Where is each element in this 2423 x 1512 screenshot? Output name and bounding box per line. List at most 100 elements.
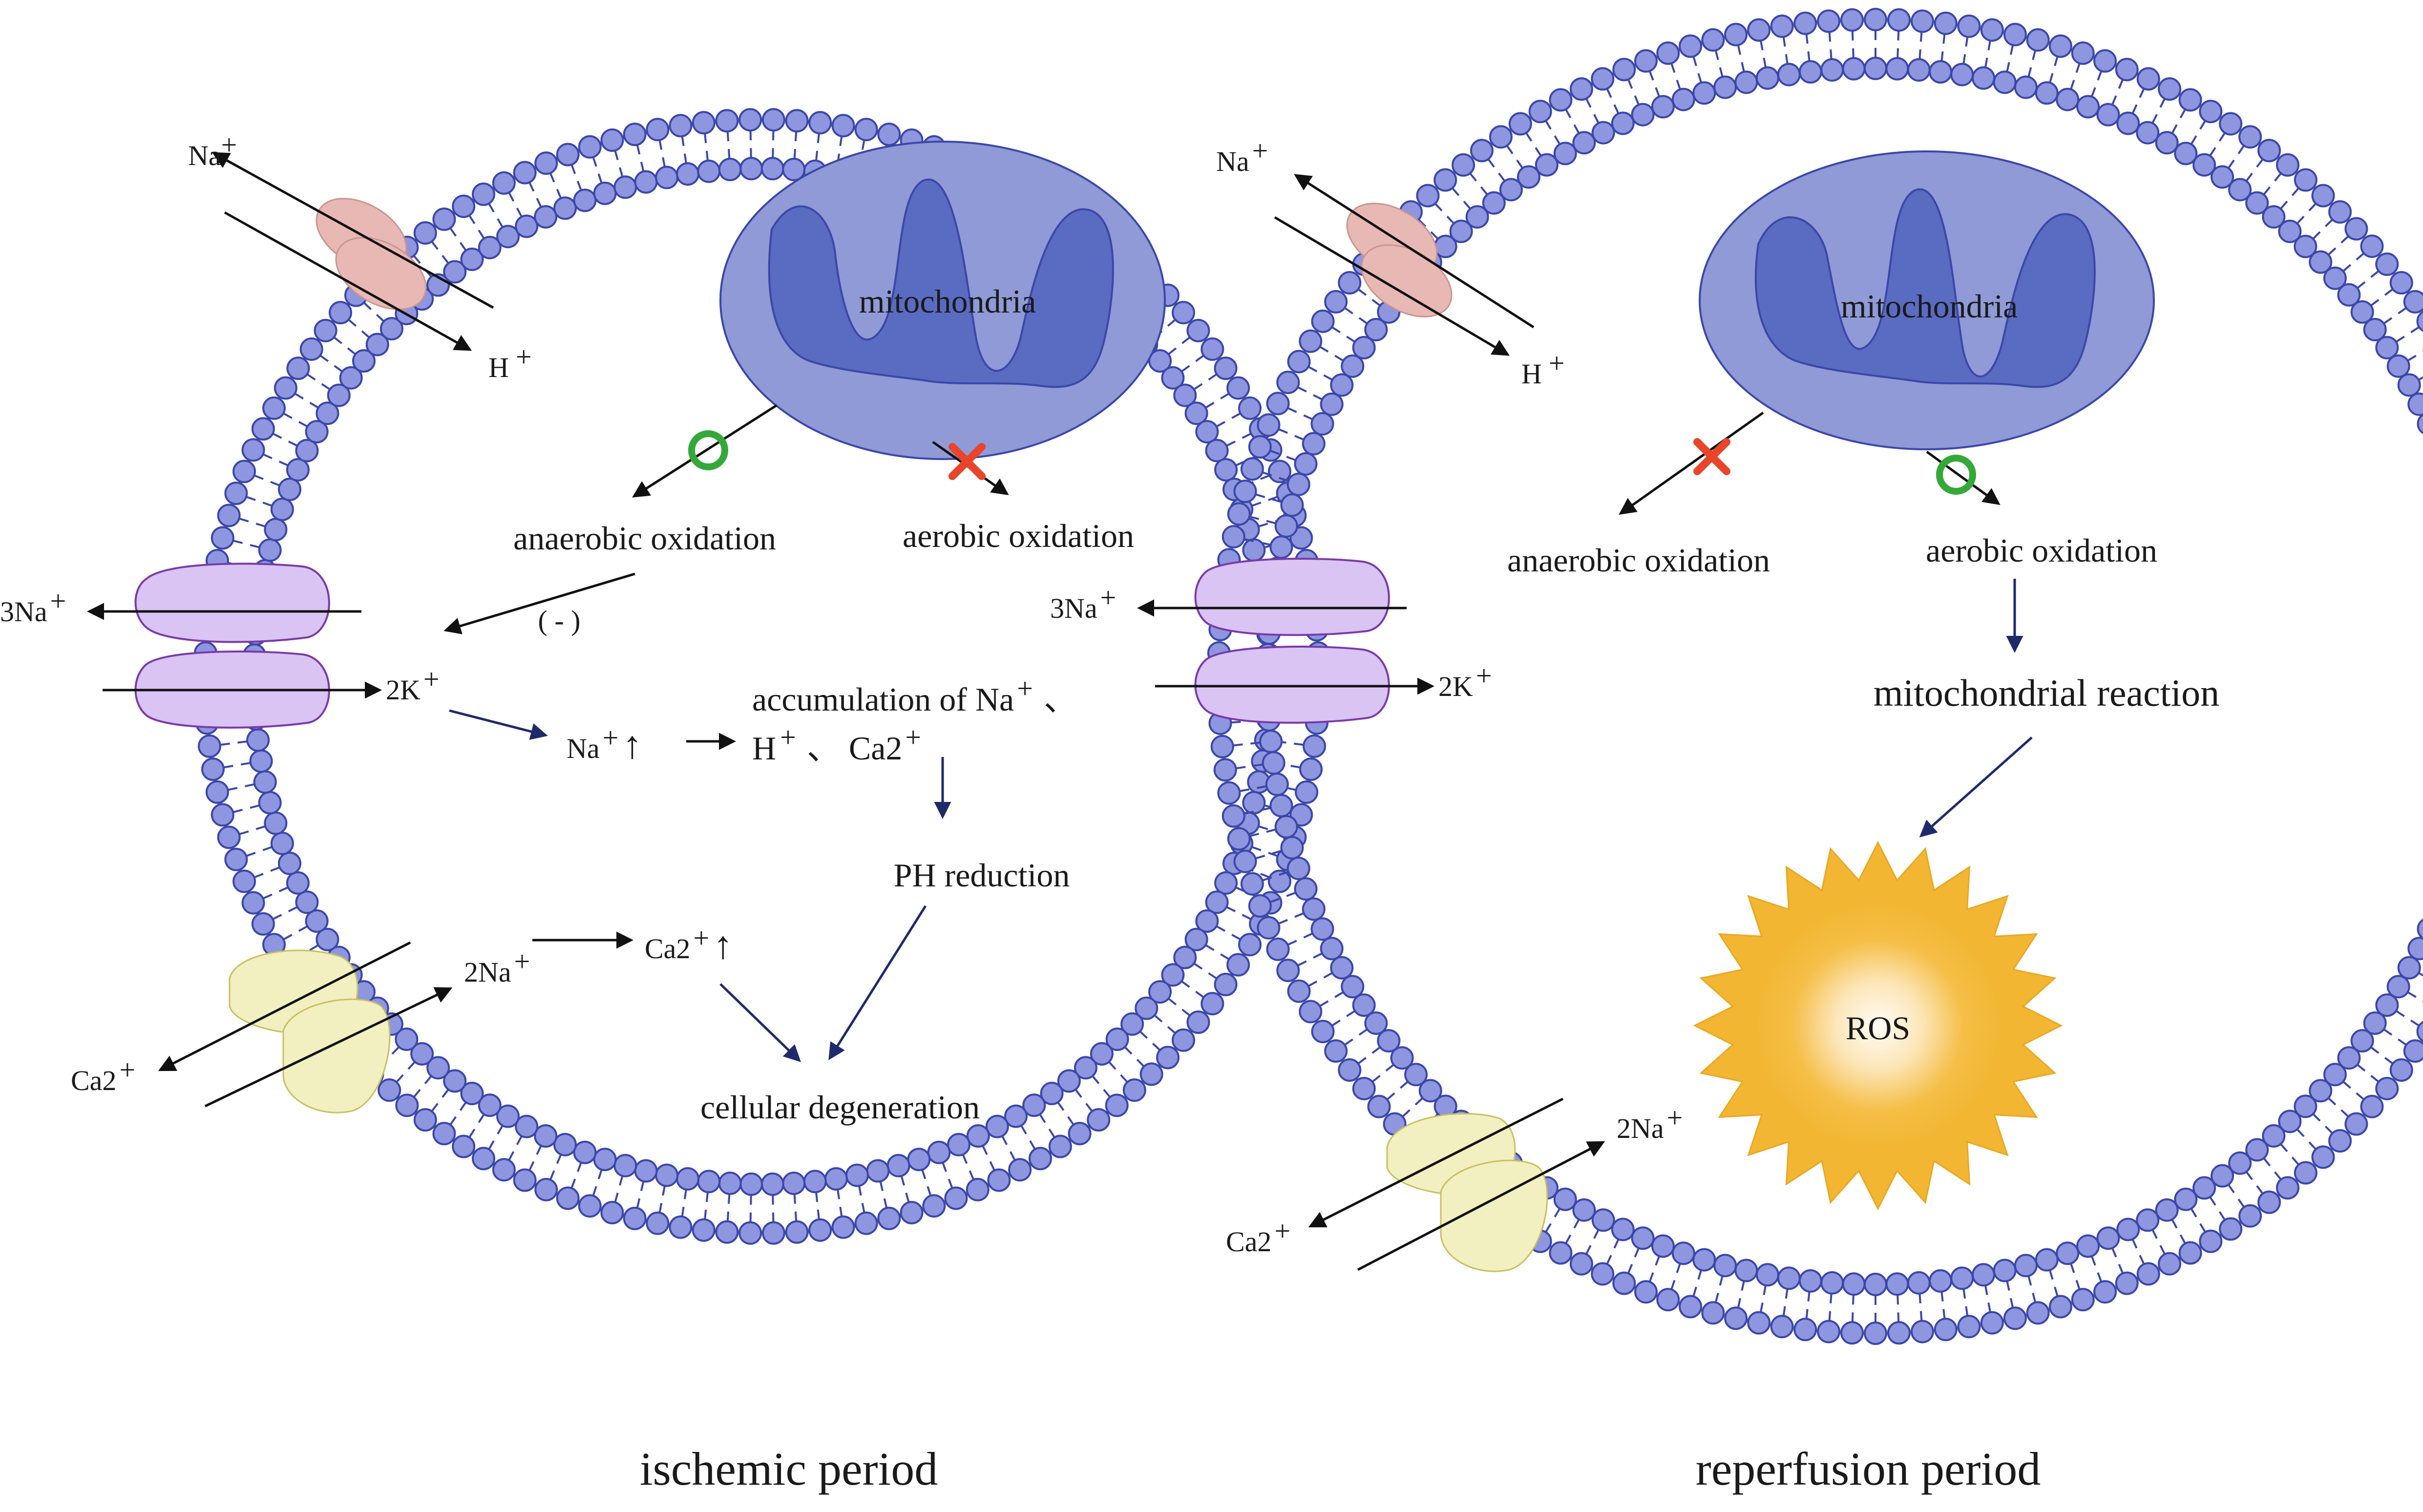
phospholipid-head xyxy=(1302,432,1326,456)
phospholipid-head xyxy=(1240,457,1264,481)
phospholipid-head xyxy=(2096,103,2120,126)
phospholipid-head xyxy=(496,225,520,249)
phospholipid-head xyxy=(286,458,310,482)
phospholipid-head xyxy=(1226,953,1250,977)
phospholipid-head xyxy=(534,1177,558,1201)
phospholipid-head xyxy=(1324,290,1348,314)
phospholipid-head xyxy=(432,207,456,231)
phospholipid-head xyxy=(1201,337,1224,361)
phospholipid-head xyxy=(718,1171,742,1195)
phospholipid-head xyxy=(1842,57,1866,81)
phospholipid-head xyxy=(2048,34,2072,58)
phospholipid-head xyxy=(2386,354,2410,378)
three-na-label: 3Na xyxy=(0,596,47,628)
phospholipid-head xyxy=(1201,992,1224,1016)
phospholipid-head xyxy=(1320,392,1344,416)
phospholipid-head xyxy=(2219,112,2243,136)
phospholipid-head xyxy=(2071,41,2095,65)
phospholipid-head xyxy=(1266,937,1290,961)
three-na-label: 3Na xyxy=(1050,592,1097,624)
phospholipid-head xyxy=(634,170,658,194)
phospholipid-head xyxy=(2344,217,2368,241)
phospholipid-head xyxy=(1634,49,1658,73)
h-accum-label: H xyxy=(752,730,776,767)
na-ca-exchanger-ischemic: Ca2+ 2Na+ xyxy=(71,941,530,1113)
svg-text:Ca2+: Ca2+ xyxy=(71,1054,135,1096)
phospholipid-head xyxy=(697,159,721,183)
phospholipid-head xyxy=(1701,28,1725,52)
phospholipid-head xyxy=(1820,58,1844,82)
phospholipid-head xyxy=(578,135,602,159)
phospholipid-head xyxy=(1887,8,1911,32)
phospholipid-head xyxy=(211,526,234,550)
phospholipid-head xyxy=(2026,28,2050,52)
phospholipid-head xyxy=(1793,1318,1817,1342)
phospholipid-head xyxy=(1553,142,1577,166)
phospholipid-head xyxy=(808,1218,832,1242)
phospholipid-head xyxy=(1148,980,1172,1004)
phospholipid-head xyxy=(1214,972,1238,996)
phospholipid-head xyxy=(646,1211,670,1235)
phospholipid-head xyxy=(1404,1063,1428,1087)
increase-arrow-icon: ↑ xyxy=(713,924,733,967)
phospholipid-head xyxy=(249,749,273,773)
phospholipid-head xyxy=(761,1221,785,1245)
phospholipid-head xyxy=(379,317,403,341)
phospholipid-head xyxy=(1186,318,1210,342)
phospholipid-head xyxy=(1910,9,1934,33)
phospholipid-head xyxy=(1820,1271,1844,1295)
phospholipid-head xyxy=(1770,14,1794,38)
phospholipid-head xyxy=(1227,827,1251,851)
phospholipid-head xyxy=(1320,937,1344,961)
phospholipid-head xyxy=(278,478,302,502)
phospholipid-head xyxy=(1679,34,1703,58)
phospholipid-head xyxy=(534,151,558,175)
phospholipid-head xyxy=(1214,458,1238,482)
phospholipid-head xyxy=(1186,1010,1210,1034)
phospholipid-head xyxy=(1048,1134,1072,1158)
phospholipid-head xyxy=(1074,1056,1097,1080)
phospholipid-head xyxy=(1213,758,1237,782)
phospholipid-head xyxy=(2294,1161,2318,1185)
allowed-mark-icon xyxy=(688,430,728,470)
phospholipid-head xyxy=(2363,317,2387,341)
phospholipid-head xyxy=(1864,1273,1887,1296)
phospholipid-head xyxy=(1864,57,1887,80)
svg-text:3Na+: 3Na+ xyxy=(0,585,66,628)
plus-sign: + xyxy=(603,722,619,754)
phospholipid-head xyxy=(1692,1248,1716,1272)
accumulation-label: accumulation of Na xyxy=(752,681,1014,718)
phospholipid-head xyxy=(854,1211,878,1235)
phospholipid-head xyxy=(2014,1254,2038,1278)
phospholipid-head xyxy=(1591,1208,1615,1232)
svg-text:H+: H+ xyxy=(488,341,532,383)
phospholipid-head xyxy=(715,1220,739,1244)
phospholipid-head xyxy=(1090,1042,1114,1066)
phospholipid-head xyxy=(1364,1011,1388,1035)
phospholipid-head xyxy=(1777,63,1801,86)
phospholipid-head xyxy=(739,1172,763,1196)
two-k-label: 2K xyxy=(386,674,421,706)
phospholipid-head xyxy=(205,780,229,804)
phospholipid-head xyxy=(1671,1241,1695,1265)
phospholipid-head xyxy=(460,1081,484,1105)
phospholipid-head xyxy=(1267,869,1291,893)
phospholipid-head xyxy=(2337,283,2361,307)
phospholipid-head xyxy=(2262,205,2286,229)
phospholipid-head xyxy=(217,504,241,527)
phospholipid-head xyxy=(251,417,275,441)
phospholipid-head xyxy=(1553,1187,1577,1211)
phospholipid-head xyxy=(1508,112,1532,136)
anaerobic-oxidation-label: anaerobic oxidation xyxy=(1507,542,1770,579)
phospholipid-head xyxy=(1122,1078,1146,1102)
phospholipid-head xyxy=(1286,472,1310,496)
phospholipid-head xyxy=(1535,153,1559,177)
phospholipid-head xyxy=(1287,979,1311,1003)
phospholipid-head xyxy=(1226,376,1250,400)
phospholipid-head xyxy=(1929,1269,1953,1293)
mitochondrion-ischemic: mitochondria xyxy=(719,141,1166,460)
phospholipid-head xyxy=(264,518,288,542)
plus-sign: + xyxy=(514,945,530,977)
phospholipid-head xyxy=(395,1028,419,1051)
phospholipid-head xyxy=(1265,773,1289,797)
